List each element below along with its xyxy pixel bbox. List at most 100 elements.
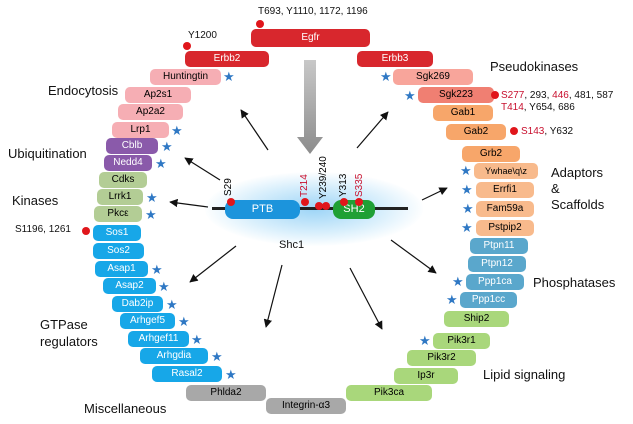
arrow-misc [263, 264, 283, 328]
sites-text: , Y654, 686 [523, 102, 575, 113]
node-ship2: Ship2 [444, 311, 509, 327]
site-y313: Y313 [338, 173, 349, 197]
node-rasal2: Rasal2 [152, 366, 222, 382]
node-cdks: Cdks [99, 172, 147, 188]
node-pik3r1: Pik3r1 [433, 333, 490, 349]
site-s29: S29 [223, 178, 234, 196]
star-icon: ★ [171, 123, 183, 138]
node-pstpip2: Pstpip2 [476, 220, 534, 236]
node-ppp1cc: Ppp1cc [460, 292, 517, 308]
arrow-pseudokinases [356, 111, 389, 149]
site-dot-y239-a [315, 202, 323, 210]
sites-text: , Y632 [544, 126, 574, 137]
star-icon: ★ [461, 220, 473, 235]
node-lrp1: Lrp1 [112, 122, 169, 138]
ptb-domain: PTB [225, 200, 300, 219]
category-pseudokinases: Pseudokinases [490, 59, 579, 74]
category-miscellaneous: Miscellaneous [84, 401, 167, 416]
node-grb2: Grb2 [462, 146, 520, 162]
site-s143: S143 [521, 126, 545, 137]
star-icon: ★ [419, 333, 431, 348]
category-kinases: Kinases [12, 193, 59, 208]
arrow-gtpase [189, 245, 237, 283]
shc1-backbone [212, 207, 408, 210]
category-phosphatases: Phosphatases [533, 275, 616, 290]
node-lrrk1: Lrrk1 [97, 189, 143, 205]
category-adaptors-scaffolds: Adaptors & Scaffolds [551, 165, 605, 212]
erbb3-node: Erbb3 [357, 51, 433, 67]
node-gab2: Gab2 [446, 124, 506, 140]
arrow-adaptors [421, 187, 448, 201]
category-lipid-signaling: Lipid signaling [483, 367, 566, 382]
egfr-sites: T693, Y1110, 1172, 1196 [258, 6, 368, 17]
site-t414: T414 [501, 102, 524, 113]
category-gtpase-regulators: GTPase regulators [40, 317, 98, 349]
site-dot-t214 [301, 198, 309, 206]
node-sgk269: Sgk269 [393, 69, 473, 85]
category-ubiquitination: Ubiquitination [8, 146, 87, 161]
sgk223-site-dot [491, 91, 499, 99]
site-dot-s335 [355, 198, 363, 206]
gab2-sites: S143, Y632 [521, 126, 573, 137]
star-icon: ★ [460, 163, 472, 178]
node-asap2: Asap2 [103, 278, 156, 294]
site-dot-y239-b [322, 202, 330, 210]
star-icon: ★ [462, 201, 474, 216]
star-icon: ★ [211, 349, 223, 364]
sos1-site-dot [82, 227, 90, 235]
node-sos1: Sos1 [93, 225, 141, 241]
arrow-ubiquitination [184, 157, 221, 181]
node-gab1: Gab1 [433, 105, 493, 121]
site-t214: T214 [299, 174, 310, 197]
star-icon: ★ [404, 88, 416, 103]
star-icon: ★ [145, 207, 157, 222]
star-icon: ★ [452, 274, 464, 289]
node-ap2a2: Ap2a2 [118, 104, 183, 120]
node-arhgef5: Arhgef5 [120, 313, 175, 329]
shc1-label: Shc1 [279, 239, 305, 251]
node-pik3r2: Pik3r2 [407, 350, 476, 366]
node-integrin-a3: Integrin-α3 [266, 398, 346, 414]
sites-text: , 293, [524, 90, 553, 101]
node-errfi1: Errfi1 [476, 182, 534, 198]
star-icon: ★ [223, 69, 235, 84]
star-icon: ★ [191, 332, 203, 347]
egfr-down-arrow [297, 60, 323, 154]
arrow-kinases [169, 198, 209, 208]
node-dab2ip: Dab2ip [112, 296, 163, 312]
node-ip3r: Ip3r [394, 368, 458, 384]
sgk223-sites-line1: S277, 293, 446, 481, 587 [501, 90, 613, 101]
star-icon: ★ [446, 292, 458, 307]
egfr-node: Egfr [251, 29, 370, 47]
node-asap1: Asap1 [95, 261, 148, 277]
star-icon: ★ [155, 156, 167, 171]
erbb2-site: Y1200 [188, 30, 217, 41]
arrow-lipid [349, 267, 383, 330]
star-icon: ★ [166, 297, 178, 312]
site-s335: S335 [354, 173, 365, 197]
node-ptpn12: Ptpn12 [468, 256, 526, 272]
node-ywhae: Ywhae\q\z [474, 163, 538, 179]
sites-text: , 481, 587 [568, 90, 614, 101]
category-endocytosis: Endocytosis [48, 83, 119, 98]
star-icon: ★ [225, 367, 237, 382]
node-ppp1ca: Ppp1ca [466, 274, 524, 290]
arrow-endocytosis [240, 109, 269, 151]
sos1-sites: S1196, 1261 [15, 224, 71, 235]
site-446: 446 [552, 90, 569, 101]
node-pik3ca: Pik3ca [346, 385, 432, 401]
gab2-site-dot [510, 127, 518, 135]
star-icon: ★ [380, 69, 392, 84]
site-s277: S277 [501, 90, 525, 101]
node-phlda2: Phlda2 [186, 385, 266, 401]
node-sos2: Sos2 [93, 243, 144, 259]
star-icon: ★ [151, 262, 163, 277]
node-sgk223: Sgk223 [418, 87, 494, 103]
node-ap2s1: Ap2s1 [125, 87, 191, 103]
node-arhgef11: Arhgef11 [128, 331, 189, 347]
star-icon: ★ [158, 279, 170, 294]
site-y239-240: Y239/240 [318, 156, 329, 199]
node-ptpn11: Ptpn11 [470, 238, 528, 254]
